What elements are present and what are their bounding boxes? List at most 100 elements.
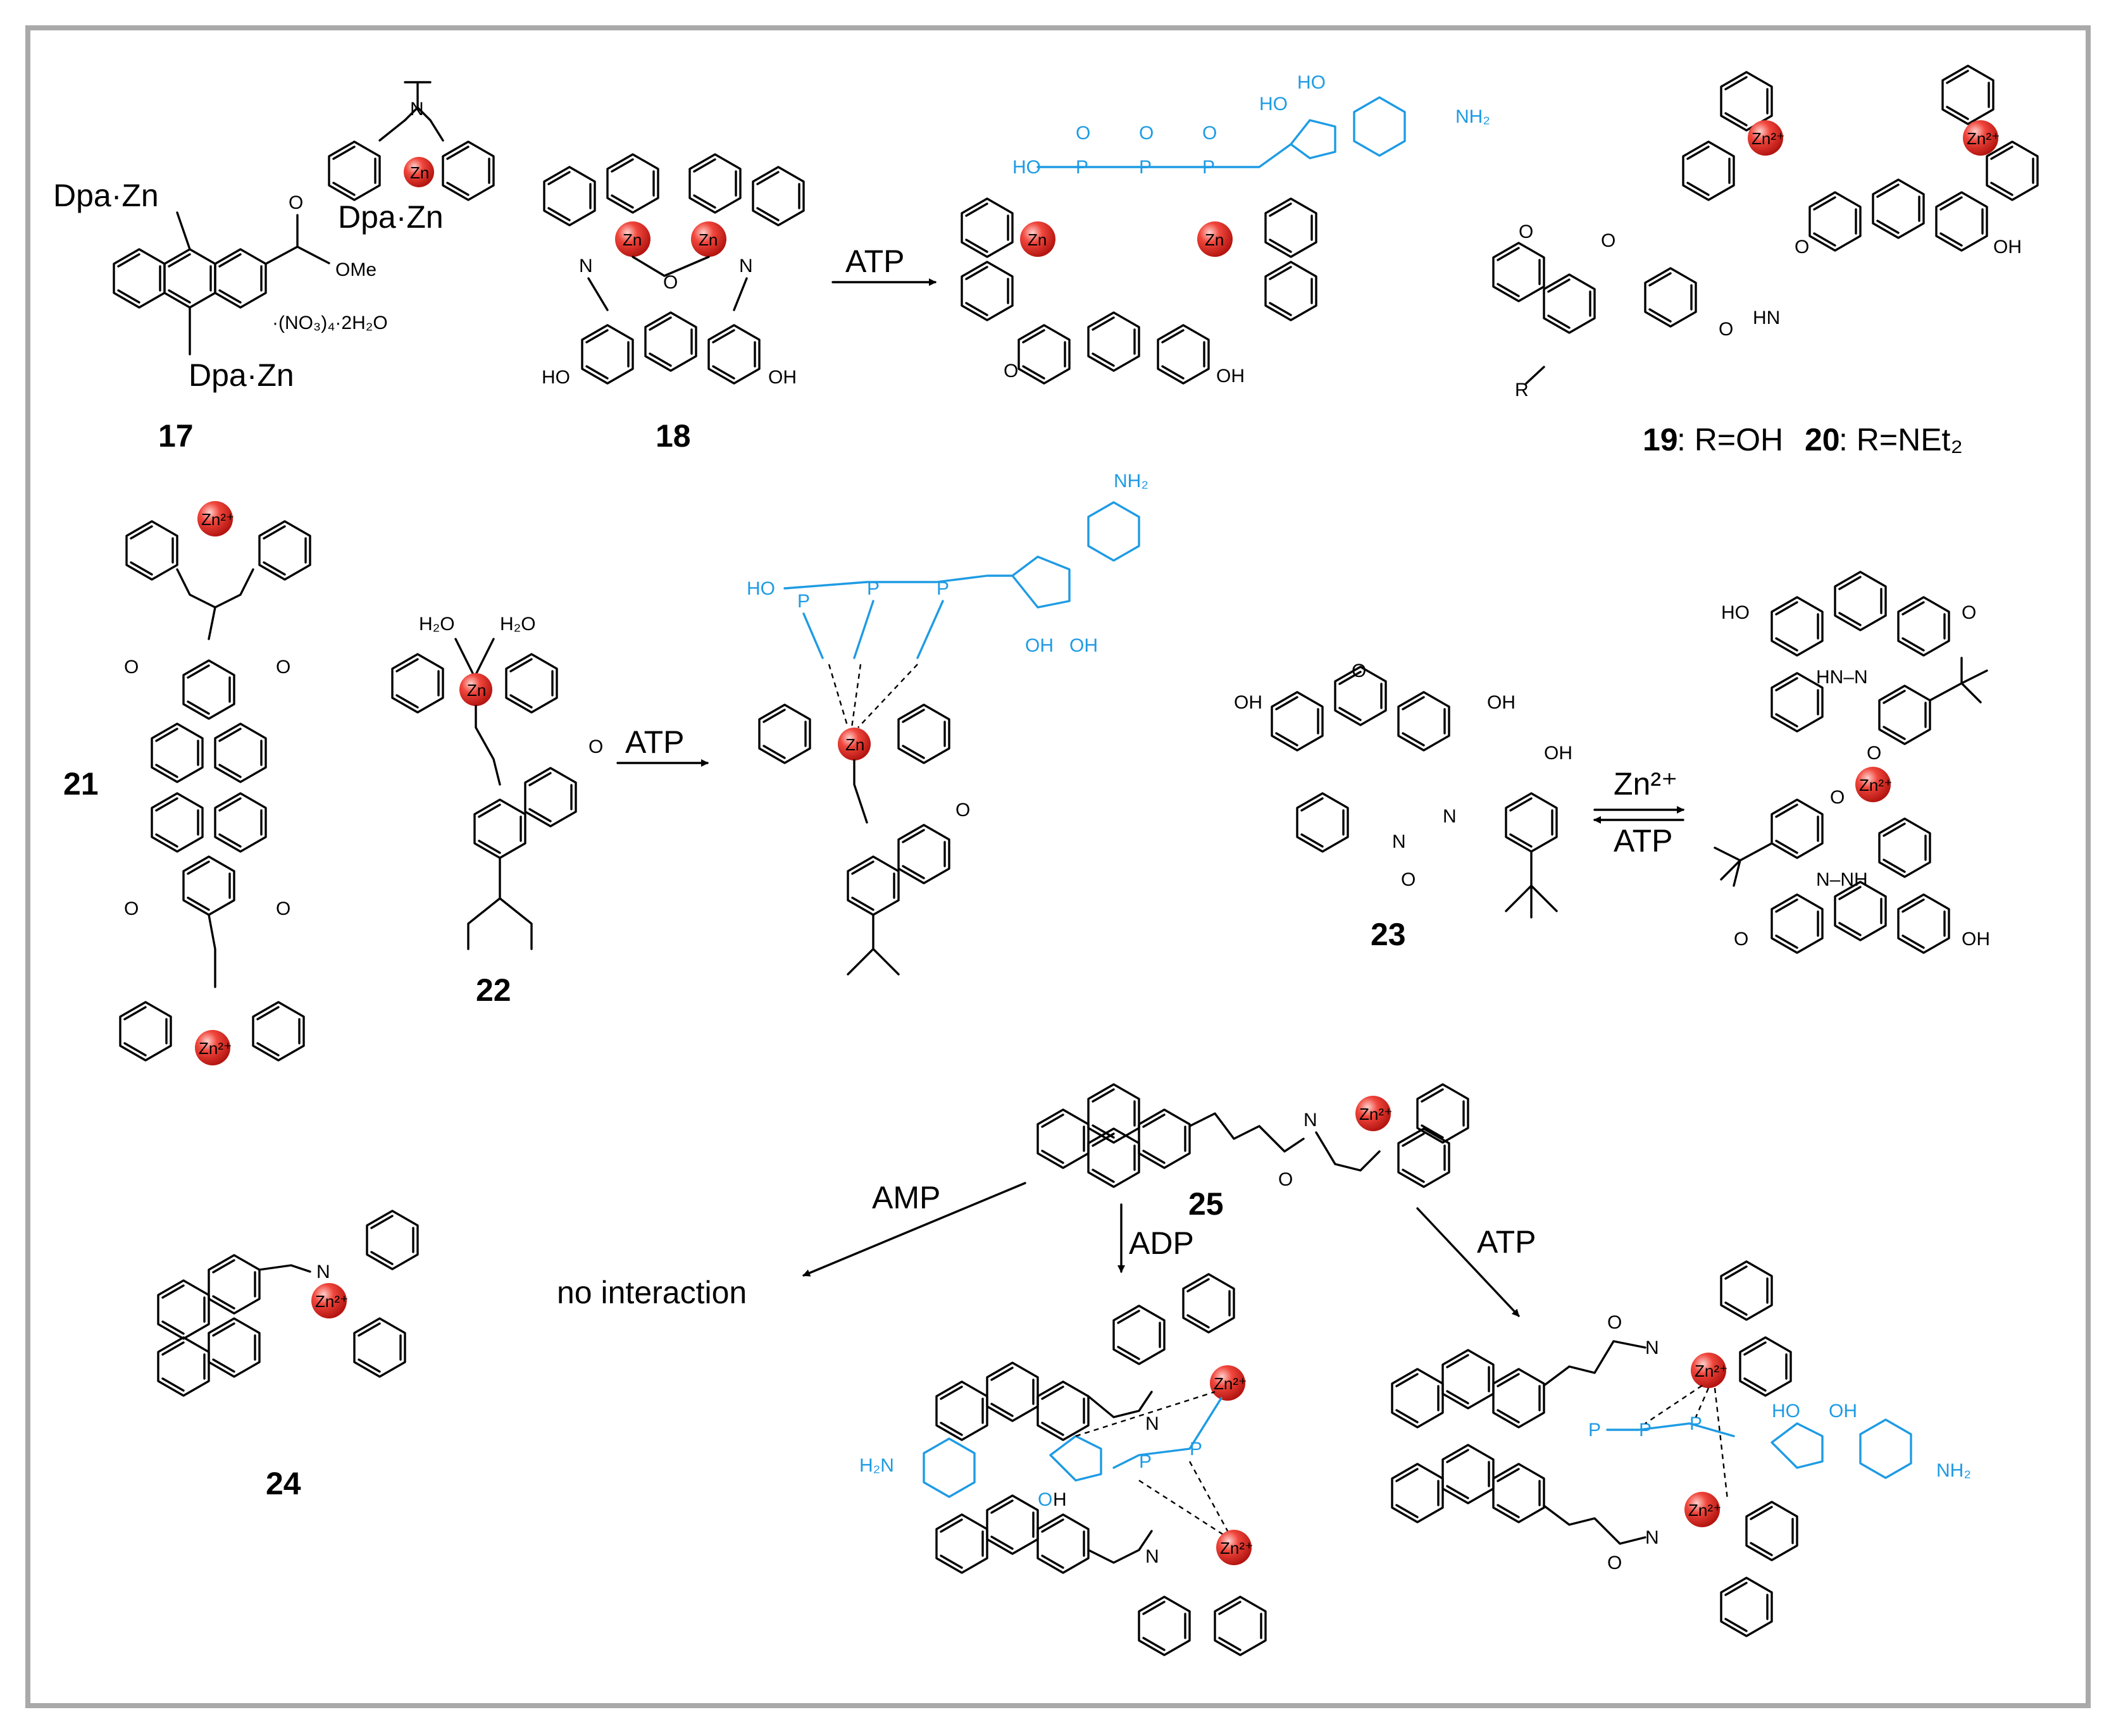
phenol-oh: OH bbox=[1544, 743, 1572, 764]
hydrazone-n: N bbox=[1392, 831, 1406, 852]
pyridine bbox=[897, 704, 950, 764]
pyridine bbox=[391, 653, 444, 714]
pyrene-ring bbox=[986, 1494, 1039, 1555]
zinc-sphere bbox=[197, 501, 233, 536]
pyrene-ring bbox=[157, 1279, 210, 1340]
pyrene-ring bbox=[1391, 1368, 1444, 1429]
atp-oxygen: O bbox=[1076, 123, 1090, 144]
compound-label-22: 22 bbox=[476, 972, 511, 1008]
compound-19-20: Zn²⁺ Zn²⁺ O OH HN O O O R bbox=[1492, 65, 2039, 400]
adenine-ring bbox=[1353, 96, 1406, 157]
substituent-20: : R=NEt₂ bbox=[1839, 422, 1963, 457]
hydrazide: HN–N bbox=[1816, 667, 1868, 688]
amide-nh: HN bbox=[1753, 307, 1780, 328]
zinc-sphere bbox=[838, 728, 871, 760]
hydroxyl: OH bbox=[1993, 237, 2022, 257]
zn2-atom: Zn²⁺ bbox=[201, 510, 235, 529]
lactone-o: O bbox=[955, 800, 970, 821]
amide-o: O bbox=[1278, 1169, 1293, 1190]
coumarin-ring bbox=[1492, 242, 1545, 302]
zinc-sphere bbox=[1748, 120, 1783, 156]
zinc-sphere bbox=[1963, 120, 1998, 156]
coumarin-ring bbox=[524, 767, 577, 828]
nitrate-hydrate: ·(NO₃)₄·2H₂O bbox=[272, 313, 388, 333]
phenolate-o: O bbox=[1867, 743, 1881, 764]
pyrene-ring bbox=[1492, 1463, 1545, 1523]
zn-atom: Zn bbox=[1205, 230, 1224, 249]
zinc-sphere bbox=[1684, 1492, 1720, 1527]
quinone-o: O bbox=[1004, 361, 1018, 381]
perylene-ring bbox=[151, 792, 204, 853]
pyridine bbox=[758, 704, 811, 764]
arrow-label-atp: ATP bbox=[845, 244, 905, 279]
pyridine bbox=[1138, 1596, 1191, 1656]
ribose-hydroxyl: OH bbox=[1829, 1401, 1857, 1422]
coumarin-ring bbox=[1543, 273, 1596, 334]
pyrene-ring bbox=[1441, 1349, 1495, 1410]
zn2-atom: Zn²⁺ bbox=[1859, 776, 1893, 795]
xanthene-ring bbox=[581, 324, 634, 385]
anthracene-ring-a bbox=[113, 248, 166, 309]
amine-n: N bbox=[579, 256, 593, 276]
phenolate-ring bbox=[1878, 685, 1931, 745]
phenolate-o: O bbox=[1830, 787, 1845, 808]
zinc-sphere bbox=[1210, 1365, 1245, 1401]
xanthene-ring bbox=[1771, 893, 1824, 954]
imide-o: O bbox=[276, 898, 290, 919]
pyridine bbox=[119, 1001, 172, 1062]
dpa-legend-n: N bbox=[410, 99, 424, 120]
zinc-sphere bbox=[311, 1283, 347, 1318]
compound-21: Zn²⁺ O O O O Zn²⁺ bbox=[119, 501, 311, 1065]
pyridine bbox=[543, 166, 596, 226]
adenine-ring bbox=[1859, 1418, 1912, 1479]
adenine-amine: H₂N bbox=[859, 1455, 894, 1476]
pyridine bbox=[961, 261, 1014, 321]
pyridine bbox=[505, 653, 558, 714]
pyridine bbox=[1941, 65, 1995, 125]
phosphorus: P bbox=[1690, 1413, 1702, 1434]
xanthene-ring bbox=[644, 311, 697, 372]
pyridine bbox=[688, 153, 742, 214]
pyrene-ring bbox=[157, 1336, 210, 1397]
phosphorus: P bbox=[1139, 1451, 1152, 1472]
amide-o: O bbox=[1607, 1312, 1622, 1333]
atp-phosphorus: P bbox=[937, 578, 949, 599]
pyridine bbox=[1112, 1305, 1166, 1365]
zinc-sphere bbox=[691, 221, 726, 257]
zn2-atom: Zn²⁺ bbox=[1220, 1539, 1254, 1558]
compound-label-25: 25 bbox=[1188, 1186, 1224, 1222]
phosphorus: P bbox=[1190, 1439, 1202, 1460]
amide-n: N bbox=[1645, 1337, 1659, 1358]
zinc-sphere bbox=[1355, 1096, 1391, 1131]
xanthene-ring bbox=[1397, 691, 1450, 752]
substituent-r: R bbox=[1515, 380, 1529, 400]
xanthene-ring bbox=[1897, 893, 1950, 954]
compound-label-24: 24 bbox=[266, 1466, 301, 1501]
adenine-amine: NH₂ bbox=[1114, 471, 1148, 492]
ester-ome: OMe bbox=[335, 259, 377, 280]
zn2-atom: Zn²⁺ bbox=[1967, 129, 2000, 148]
water-ligand: H₂O bbox=[419, 614, 455, 635]
pyridine bbox=[125, 520, 178, 581]
pyridine bbox=[1720, 1260, 1773, 1321]
pyridine bbox=[1416, 1083, 1469, 1144]
pyrene-ring bbox=[1492, 1368, 1545, 1429]
quinone-o: O bbox=[1734, 929, 1748, 950]
phosphorus: P bbox=[1639, 1420, 1652, 1441]
atp-oxygen: O bbox=[1139, 123, 1154, 144]
arrow-label-atp: ATP bbox=[1614, 823, 1673, 859]
perylene-ring bbox=[182, 855, 235, 916]
xanthene-ring bbox=[1771, 596, 1824, 657]
dpa-zn-top-label: Dpa·Zn bbox=[53, 178, 159, 213]
atp-phosphorus: P bbox=[1076, 157, 1088, 178]
pyrene-ring bbox=[1441, 1444, 1495, 1504]
zn2-atom: Zn²⁺ bbox=[1359, 1105, 1393, 1124]
fluorescein-ring bbox=[1808, 191, 1862, 252]
atp-phosphorus: P bbox=[797, 591, 810, 612]
pyrene-ring bbox=[208, 1254, 261, 1315]
bridging-o: O bbox=[663, 272, 678, 293]
perylene-ring bbox=[214, 722, 267, 783]
imide-o: O bbox=[124, 657, 139, 678]
zn-atom: Zn bbox=[845, 735, 864, 754]
